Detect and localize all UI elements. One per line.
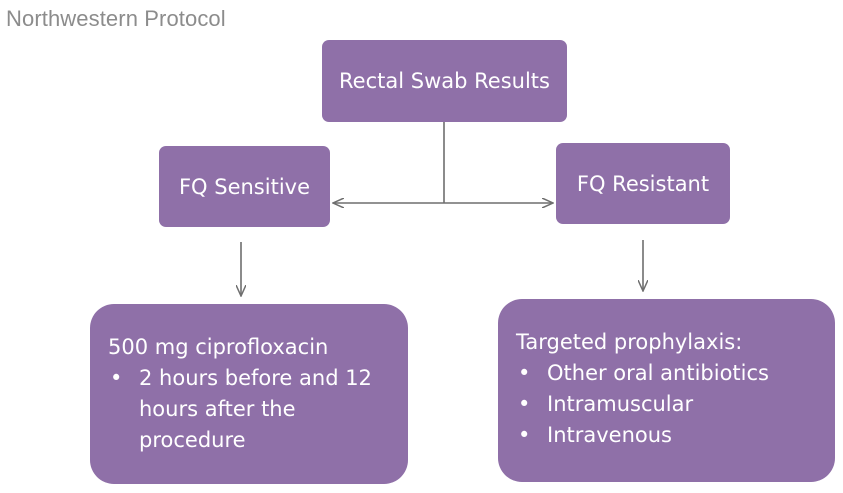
node-rectal-swab-results: Rectal Swab Results [322, 40, 567, 122]
bullet-glyph: • [518, 392, 531, 416]
bullet-glyph: • [110, 366, 123, 390]
bullet-text: Other oral antibiotics [547, 361, 769, 385]
list-item: • Intramuscular [516, 389, 817, 420]
node-targeted-prophylaxis: Targeted prophylaxis: • Other oral antib… [498, 299, 835, 482]
targeted-prophylaxis-heading: Targeted prophylaxis: [516, 330, 743, 354]
node-rectal-swab-results-label: Rectal Swab Results [339, 69, 550, 93]
bullet-glyph: • [518, 361, 531, 385]
node-fq-sensitive-label: FQ Sensitive [178, 174, 311, 199]
targeted-prophylaxis-bullet-list: • Other oral antibiotics • Intramuscular… [516, 358, 817, 451]
bullet-text: Intramuscular [547, 392, 694, 416]
list-item: • Intravenous [516, 420, 817, 451]
list-item: • 2 hours before and 12 hours after the … [108, 363, 390, 456]
node-fq-resistant-label: FQ Resistant [576, 171, 710, 196]
bullet-text: 2 hours before and 12 hours after the pr… [139, 366, 372, 452]
bullet-text: Intravenous [547, 423, 672, 447]
slide-subtitle: Northwestern Protocol [6, 6, 226, 31]
ciprofloxacin-heading: 500 mg ciprofloxacin [108, 335, 329, 359]
node-ciprofloxacin-regimen: 500 mg ciprofloxacin • 2 hours before an… [90, 304, 408, 484]
node-fq-sensitive: FQ Sensitive [159, 146, 330, 227]
node-fq-resistant: FQ Resistant [556, 143, 730, 224]
bullet-glyph: • [518, 423, 531, 447]
ciprofloxacin-bullet-list: • 2 hours before and 12 hours after the … [108, 363, 390, 456]
list-item: • Other oral antibiotics [516, 358, 817, 389]
